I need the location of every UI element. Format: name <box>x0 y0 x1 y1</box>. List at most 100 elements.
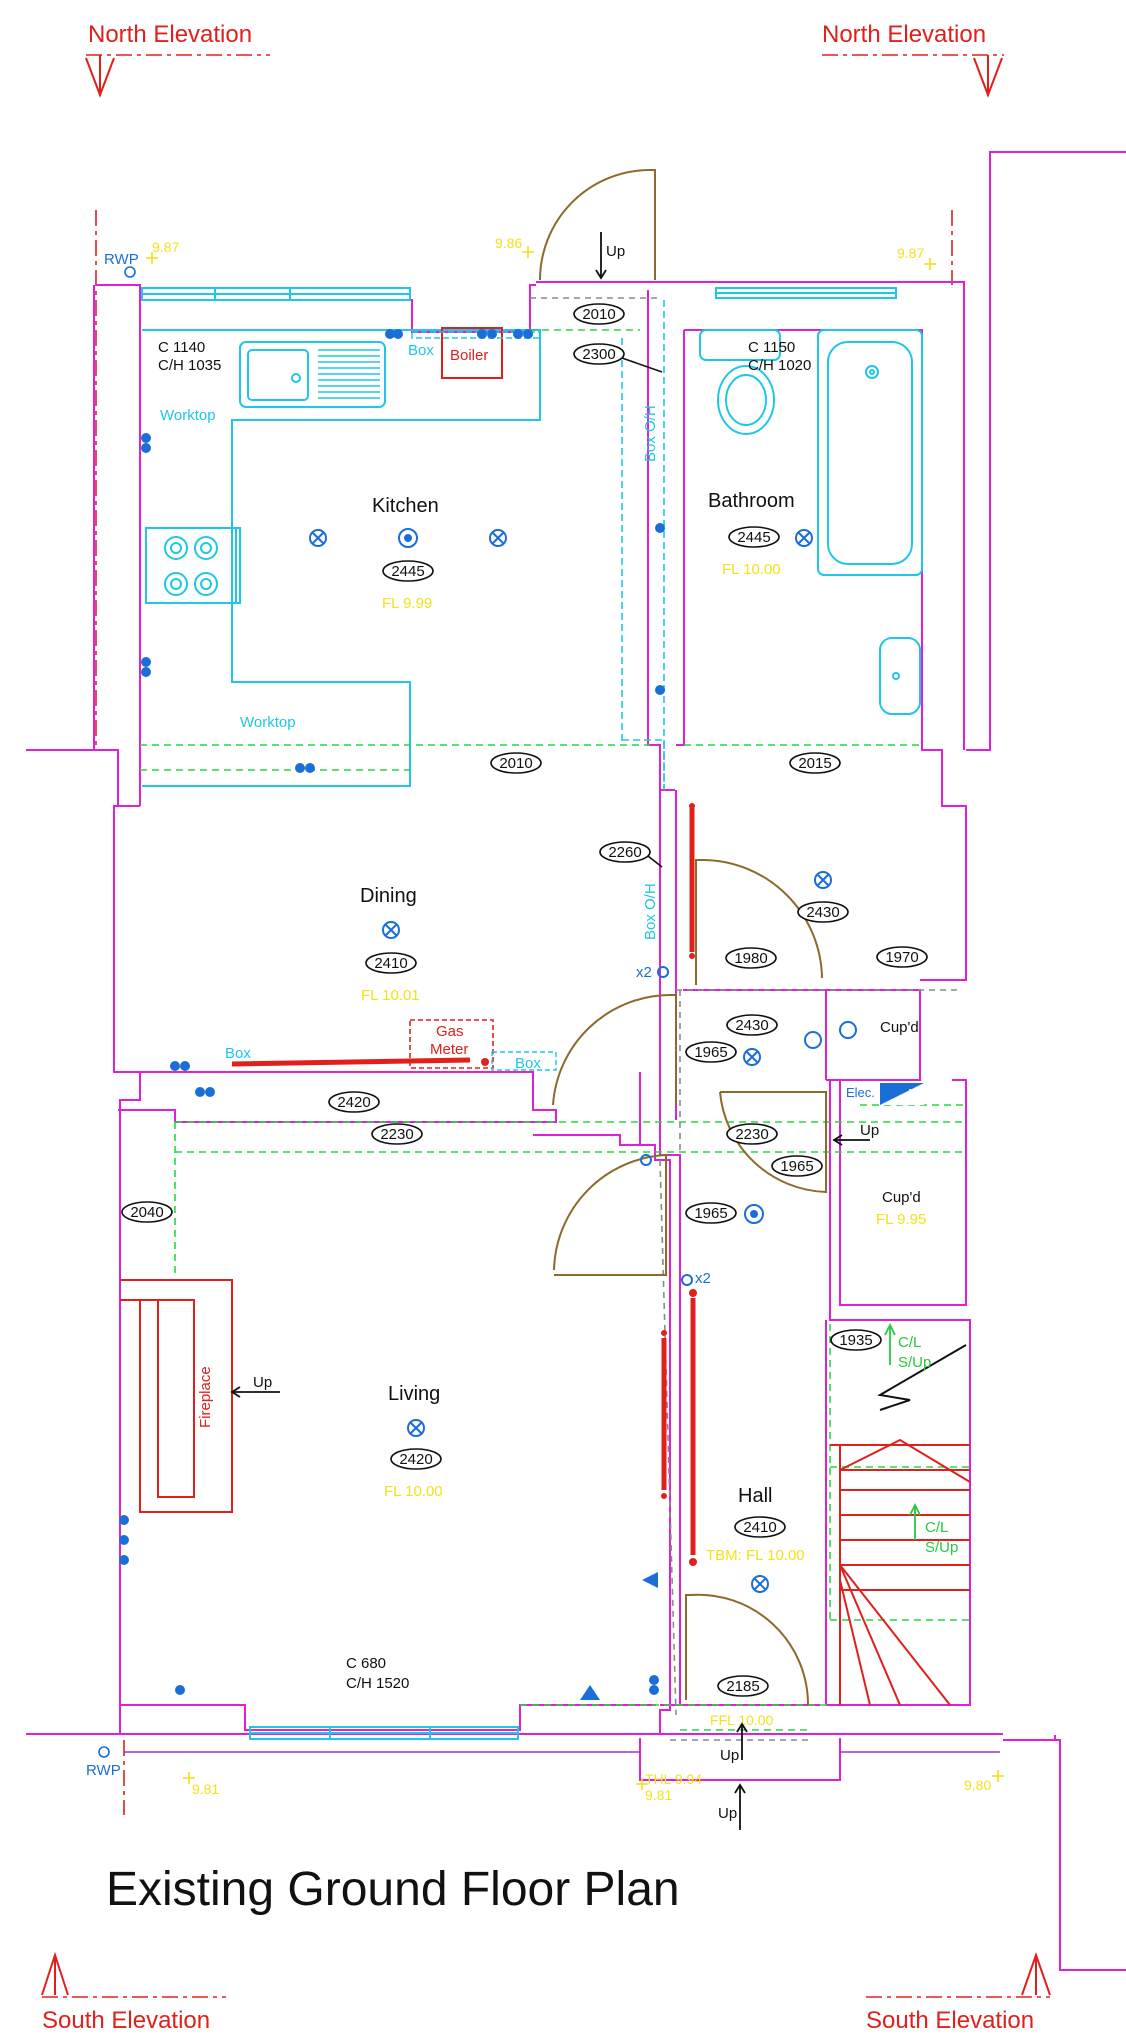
dim-1965b: 1965 <box>780 1158 813 1175</box>
dim-1935: 1935 <box>839 1332 872 1349</box>
basin-icon <box>879 637 921 715</box>
dimension-ovals: 2010 2300 2010 2015 2260 2430 1980 1970 … <box>121 303 928 1697</box>
socket-icon <box>175 1685 185 1695</box>
room-level-living: FL 10.00 <box>384 1483 443 1500</box>
vent-icon <box>580 1685 600 1700</box>
dim-2420: 2420 <box>337 1094 370 1111</box>
up-label-4: Up <box>720 1747 739 1764</box>
north-elevation-right: North Elevation <box>822 21 1004 98</box>
door-dining <box>552 994 677 1106</box>
box-label-2: Box <box>225 1045 251 1062</box>
south-elevation-right: South Elevation <box>866 1951 1051 2034</box>
up-label-1: Up <box>606 243 625 260</box>
box-label-3: Box <box>515 1055 541 1072</box>
room-hall: Hall 2410 TBM: FL 10.00 <box>706 1485 805 1564</box>
room-level-kitchen: FL 9.99 <box>382 595 432 612</box>
sink-icon <box>239 341 386 408</box>
worktop-label-1: Worktop <box>160 407 216 424</box>
room-name-dining: Dining <box>360 885 417 907</box>
switch-icon <box>640 1154 652 1166</box>
level-l1: 9.87 <box>152 239 179 255</box>
bath-icon <box>817 329 923 576</box>
up-label-2: Up <box>253 1374 272 1391</box>
toilet-cistern-icon <box>699 329 781 361</box>
socket-icon <box>119 1515 129 1525</box>
building-walls <box>93 281 971 1781</box>
room-name-hall: Hall <box>738 1485 772 1507</box>
electrical-points: M Elec. RWP RWP x2 x2 Box Box Box O/H <box>86 251 924 1779</box>
rwp-label-1: RWP <box>104 251 139 268</box>
switch-icon <box>839 1021 857 1039</box>
cl-label-2: C/L <box>925 1519 948 1536</box>
living-ceiling: C 680 <box>346 1655 386 1672</box>
shaver-point-icon <box>804 1031 822 1049</box>
red-features: Fireplace Gas Meter <box>120 803 971 1706</box>
box-label-1: Box <box>408 342 434 359</box>
north-elevation-left: North Elevation <box>85 21 270 98</box>
x2-label-1: x2 <box>636 964 652 981</box>
arrow-up-icon <box>1021 1951 1051 1996</box>
arrow-up-icon <box>41 1951 69 1996</box>
south-elevation-left-label: South Elevation <box>42 2007 210 2034</box>
windows <box>141 287 897 1740</box>
switch-icon <box>681 1274 693 1286</box>
up-label-3: Up <box>860 1122 879 1139</box>
door-hall-upper <box>695 859 823 985</box>
dim-2300: 2300 <box>582 346 615 363</box>
level-l6: 9.80 <box>964 1777 991 1793</box>
toilet-icon <box>717 365 775 435</box>
sup-label-1: S/Up <box>898 1354 931 1371</box>
light-point-icon <box>743 1048 761 1066</box>
dim-2230a: 2230 <box>380 1126 413 1143</box>
dim-2430b: 2430 <box>735 1017 768 1034</box>
boiler-label: Boiler <box>450 347 488 364</box>
dim-2230b: 2230 <box>735 1126 768 1143</box>
rwp-label-2: RWP <box>86 1762 121 1779</box>
socket-icon <box>141 433 151 443</box>
sup-label-2: S/Up <box>925 1539 958 1556</box>
room-dining: Dining 2410 FL 10.01 <box>360 885 420 1004</box>
vent-icon <box>642 1572 658 1588</box>
dim-2015: 2015 <box>798 755 831 772</box>
socket-icon <box>513 329 523 339</box>
dim-2040: 2040 <box>130 1204 163 1221</box>
room-level-bathroom: FL 10.00 <box>722 561 781 578</box>
level-l2: 9.86 <box>495 235 522 251</box>
cl-label-1: C/L <box>898 1334 921 1351</box>
dim-1970: 1970 <box>885 949 918 966</box>
level-l3: 9.87 <box>897 245 924 261</box>
level-l4: 9.81 <box>192 1781 219 1797</box>
thl-label: THL 9.94 <box>645 1771 702 1787</box>
site-boundaries <box>26 151 1126 1971</box>
door-hall-front <box>685 1593 810 1706</box>
dim-2010a: 2010 <box>582 306 615 323</box>
bathroom-ch: C/H 1020 <box>748 357 811 374</box>
light-point-icon <box>795 529 813 547</box>
door-cupboard <box>719 1091 827 1194</box>
arrows: Up Up Up Up Up C/L S/Up C/L S/Up <box>230 232 958 1830</box>
front-floor-level: FFL 10.00 <box>710 1712 774 1728</box>
room-bathroom: Bathroom 2445 FL 10.00 C 1150 C/H 1020 <box>708 339 811 578</box>
x2-label-2: x2 <box>695 1270 711 1287</box>
level-marks: 9.87 9.86 9.87 9.81 9.81 9.80 THL 9.94 F… <box>146 235 1004 1803</box>
room-height-dining: 2410 <box>374 955 407 972</box>
radiator-dining <box>231 1057 471 1067</box>
socket-icon <box>649 1685 659 1695</box>
bathroom-ceiling: C 1150 <box>748 339 795 356</box>
socket-icon <box>477 329 487 339</box>
dim-2260: 2260 <box>608 844 641 861</box>
kitchen-fixtures: Boiler Box Box O/H Worktop Worktop <box>142 300 665 790</box>
room-height-hall: 2410 <box>743 1519 776 1536</box>
room-height-bathroom: 2445 <box>737 529 770 546</box>
room-height-kitchen: 2445 <box>391 563 424 580</box>
room-level-cupd-lower: FL 9.95 <box>876 1211 926 1228</box>
door-living <box>553 1153 667 1276</box>
grey-dashed-lines <box>530 297 962 1741</box>
room-name-living: Living <box>388 1383 440 1405</box>
socket-icon <box>170 1061 180 1071</box>
door-front-north <box>539 169 656 281</box>
south-elevation-right-label: South Elevation <box>866 2007 1034 2034</box>
room-name-cupd-lower: Cup'd <box>882 1189 921 1206</box>
socket-icon <box>295 763 305 773</box>
